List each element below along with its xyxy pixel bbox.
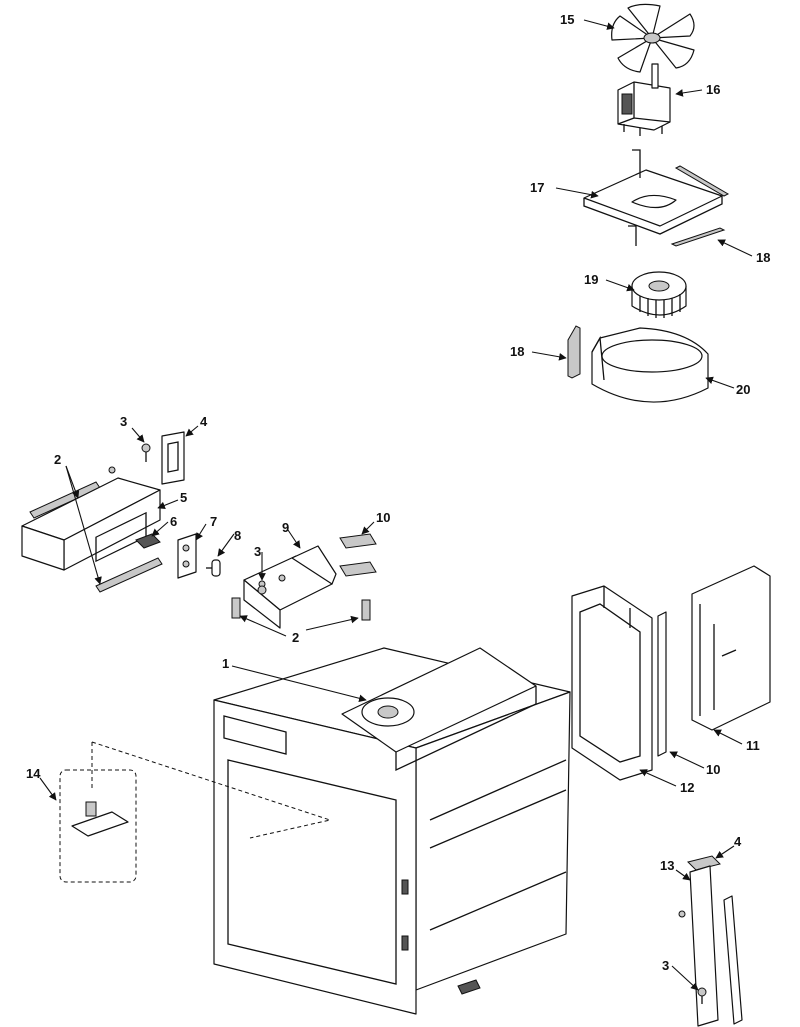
callout-13: 13 bbox=[660, 858, 674, 873]
part-16-fan-motor bbox=[617, 63, 671, 136]
callout-6: 6 bbox=[170, 514, 177, 529]
callout-labels: 15 16 17 18 19 18 20 3 4 2 5 6 7 8 9 10 … bbox=[26, 12, 770, 973]
callout-12: 12 bbox=[680, 780, 694, 795]
part-8-fuse bbox=[206, 559, 221, 577]
callout-16: 16 bbox=[706, 82, 720, 97]
callout-9: 9 bbox=[282, 520, 289, 535]
callout-3: 3 bbox=[662, 958, 669, 973]
part-19-blower-wheel bbox=[631, 271, 687, 318]
part-4-bracket-lower bbox=[687, 855, 721, 871]
part-17-motor-mount-plate bbox=[583, 149, 723, 246]
part-10-blocks-upper bbox=[339, 533, 377, 577]
callout-15: 15 bbox=[560, 12, 574, 27]
part-7-relay-bracket bbox=[177, 533, 197, 579]
part-14-inset-detail bbox=[59, 741, 332, 883]
part-3-screw-b bbox=[257, 585, 267, 595]
callout-4: 4 bbox=[734, 834, 742, 849]
part-20-blower-housing bbox=[591, 327, 709, 403]
callout-4: 4 bbox=[200, 414, 208, 429]
part-12-side-panel bbox=[571, 585, 653, 781]
part-6-switch bbox=[135, 533, 161, 549]
callout-10: 10 bbox=[376, 510, 390, 525]
part-9-bracket-assembly bbox=[243, 545, 337, 629]
callout-20: 20 bbox=[736, 382, 750, 397]
part-18-gasket-strips-upper bbox=[670, 165, 730, 247]
part-15-fan-blade bbox=[611, 3, 695, 73]
callout-2: 2 bbox=[292, 630, 299, 645]
callout-10: 10 bbox=[706, 762, 720, 777]
part-2-spacers-middle bbox=[231, 597, 371, 621]
callout-14: 14 bbox=[26, 766, 41, 781]
callout-18: 18 bbox=[756, 250, 770, 265]
callout-8: 8 bbox=[234, 528, 241, 543]
part-11-rear-panel bbox=[691, 565, 771, 731]
callout-1: 1 bbox=[222, 656, 229, 671]
part-4-bracket-upper bbox=[161, 431, 185, 485]
part-13-side-bracket bbox=[678, 865, 743, 1027]
part-3-screw-c bbox=[697, 987, 707, 1004]
callout-2: 2 bbox=[54, 452, 61, 467]
callout-3: 3 bbox=[254, 544, 261, 559]
callout-18: 18 bbox=[510, 344, 524, 359]
callout-5: 5 bbox=[180, 490, 187, 505]
part-5-control-box bbox=[21, 477, 161, 571]
leader-lines bbox=[39, 19, 753, 991]
callout-11: 11 bbox=[746, 738, 760, 753]
part-10-strip-right bbox=[657, 611, 667, 757]
callout-17: 17 bbox=[530, 180, 544, 195]
part-1-oven-chassis bbox=[213, 647, 571, 1015]
callout-19: 19 bbox=[584, 272, 598, 287]
part-3-screw-a bbox=[108, 443, 151, 474]
callout-3: 3 bbox=[120, 414, 127, 429]
callout-7: 7 bbox=[210, 514, 217, 529]
part-18-gasket-strip-lower bbox=[567, 325, 581, 379]
